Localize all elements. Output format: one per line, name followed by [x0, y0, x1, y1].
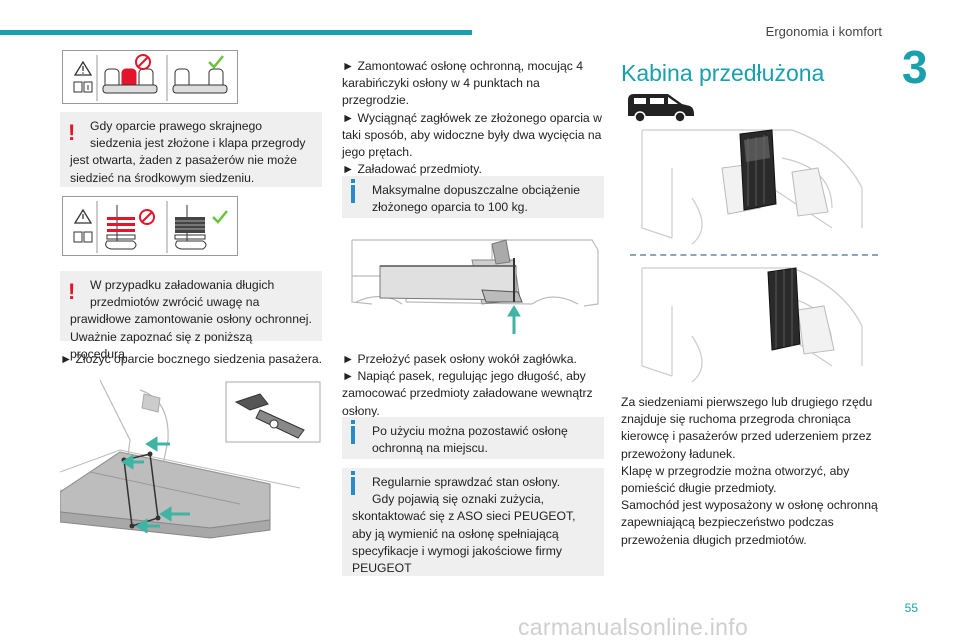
manual-book-icon [73, 231, 93, 243]
warning-triangle-icon [73, 208, 93, 224]
long-load-pictogram-figure [62, 196, 238, 256]
extended-cab-description: Za siedzeniami pierwszego lub drugiego r… [621, 394, 889, 549]
manual-book-icon [73, 81, 93, 93]
cab-partition-open-drawing [641, 129, 863, 245]
three-seats-blocked [102, 68, 158, 94]
warning-triangle-icon [73, 60, 93, 76]
steps-install-cover: ► Zamontować osłonę ochronną, mocując 4 … [342, 58, 606, 178]
page-number: 55 [904, 601, 918, 615]
info-note-check-cover-rest: skontaktować się z ASO sieci PEUGEOT, ab… [352, 509, 576, 576]
van-silhouette-figure [624, 90, 696, 124]
warning-note-1-rest: jest otwarta, żaden z pasażerów nie może… [70, 153, 297, 185]
chapter-title: Ergonomia i komfort [765, 24, 882, 39]
protective-cover-drawing [59, 379, 321, 539]
cab-partition-closed-drawing [641, 267, 863, 383]
checkmark-icon [208, 55, 224, 69]
warning-exclamation-icon: ! [68, 279, 76, 304]
long-load-in-cover [59, 451, 271, 539]
info-note-check-cover-second: Gdy pojawią się oznaki zużycia, [372, 492, 545, 507]
warning-note-2: ! W przypadku załadowania długich przedm… [60, 271, 322, 361]
seat-pictogram-figure [62, 50, 238, 104]
two-seats-ok [172, 68, 228, 94]
info-note-check-cover-first: Regularnie sprawdzać stan osłony. [372, 475, 561, 489]
prohibited-icon [135, 54, 151, 70]
info-note-max-load-text: Maksymalne dopuszczalne obciążenie złożo… [372, 183, 580, 215]
info-note-leave-cover-text: Po użyciu można pozostawić osłonę ochron… [372, 424, 568, 456]
step-pull-headrest: ► Wyciągnąć zagłówek ze złożonego oparci… [342, 110, 602, 160]
watermark: carmanualsonline.info [518, 614, 749, 640]
checkmark-icon [212, 210, 228, 224]
partition-panel [739, 129, 777, 211]
partition-panel [767, 267, 801, 351]
section-title-extended-cab: Kabina przedłużona [621, 60, 825, 86]
van-load-drawing [351, 239, 599, 334]
extended-cab-para-1: Za siedzeniami pierwszego lub drugiego r… [621, 395, 873, 461]
van-silhouette-icon [628, 94, 694, 123]
attach-arrows [121, 436, 190, 534]
warning-note-2-rest: prawidłowe zamontowanie osłony ochronnej… [70, 312, 312, 361]
step-install-cover: ► Zamontować osłonę ochronną, mocując 4 … [342, 59, 584, 108]
cab-partition-closed-illustration [632, 262, 872, 384]
warning-exclamation-icon: ! [68, 120, 76, 145]
cab-partition-open-illustration [632, 128, 872, 246]
warning-note-1-second: siedzenia jest złożone i klapa przegrody [90, 136, 306, 151]
info-note-max-load: Maksymalne dopuszczalne obciążenie złożo… [342, 176, 604, 218]
warning-note-2-first: W przypadku załadowania długich [90, 278, 275, 292]
tension-arrow [507, 305, 521, 334]
protective-cover-illustration [59, 379, 322, 548]
step-load-items: ► Załadować przedmioty. [342, 162, 482, 177]
info-note-check-cover: Regularnie sprawdzać stan osłony. Gdy po… [342, 468, 604, 576]
cab-outline [641, 267, 863, 383]
extended-cab-para-3: Samochód jest wyposażony w osłonę ochron… [621, 498, 878, 547]
headrest-callout [225, 381, 321, 443]
load-without-cover [105, 205, 137, 250]
step-fold-seat: ► Złożyć oparcie bocznego siedzenia pasa… [60, 352, 323, 366]
warning-note-2-second: przedmiotów zwrócić uwagę na [90, 295, 260, 310]
seat-pictogram-drawing [73, 54, 228, 101]
header-accent-bar [0, 30, 472, 35]
steps-strap: ► Przełożyć pasek osłony wokół zagłówka.… [342, 351, 606, 420]
info-icon [351, 471, 355, 495]
info-note-leave-cover: Po użyciu można pozostawić osłonę ochron… [342, 417, 604, 459]
long-load-in-cover [379, 265, 523, 303]
figure-divider [630, 254, 878, 256]
step-route-strap: ► Przełożyć pasek osłony wokół zagłówka. [342, 352, 577, 366]
info-icon [351, 179, 355, 203]
chapter-number: 3 [902, 41, 928, 93]
load-with-cover [174, 205, 207, 250]
long-load-pictogram-drawing [73, 201, 228, 253]
info-icon [351, 420, 355, 444]
van-load-illustration [342, 230, 604, 340]
warning-note-1-first: Gdy oparcie prawego skrajnego [90, 119, 263, 133]
front-seats [797, 305, 835, 355]
extended-cab-para-2: Klapę w przegrodzie można otworzyć, aby … [621, 463, 850, 496]
prohibited-icon [139, 209, 155, 225]
step-tighten-strap: ► Napiąć pasek, regulując jego długość, … [342, 369, 593, 418]
warning-note-1: ! Gdy oparcie prawego skrajnego siedzeni… [60, 112, 322, 187]
